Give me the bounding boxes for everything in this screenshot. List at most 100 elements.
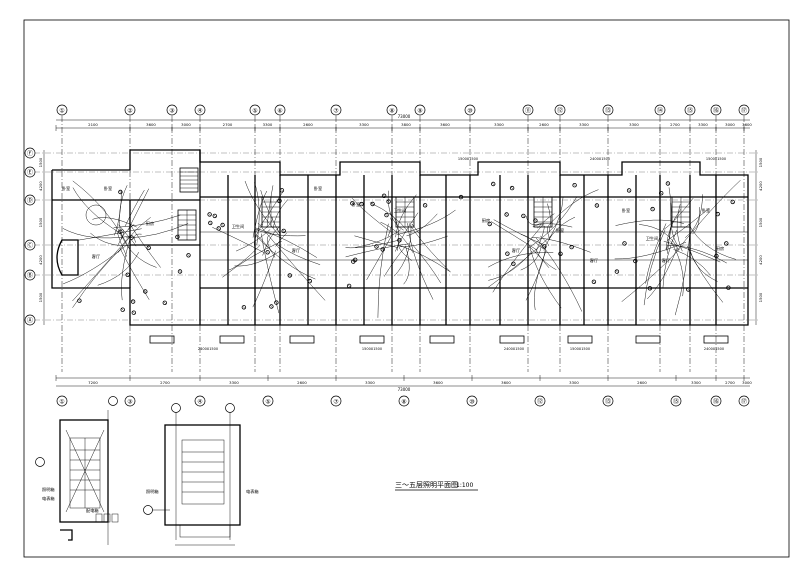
wire (643, 229, 666, 306)
light-fixture (380, 247, 385, 252)
axis-bubble (194, 395, 206, 407)
wire (92, 217, 137, 228)
wire (120, 229, 124, 240)
dimension-text: 2600 (303, 122, 313, 127)
wire (134, 233, 142, 243)
dimension-text: 3300 (359, 122, 369, 127)
wire (254, 233, 316, 280)
room-label: 卧室 (556, 227, 564, 234)
light-fixture (533, 218, 538, 223)
wire (527, 196, 577, 249)
wire (261, 233, 280, 314)
light-fixture (521, 213, 526, 219)
light-fixture (659, 190, 664, 196)
axis-bubble (330, 395, 342, 407)
stair-core (177, 209, 197, 241)
wire (377, 223, 389, 318)
light-fixture (77, 298, 82, 303)
wire (273, 199, 288, 229)
stair-detail-left: 照明箱 电表箱 配电箱 (35, 396, 119, 545)
light-fixture (346, 283, 352, 289)
room-label: 卫生间 (394, 207, 407, 214)
wire (488, 234, 552, 288)
light-fixture (726, 285, 731, 290)
wire (389, 212, 399, 251)
light-fixture (386, 199, 391, 204)
wire (256, 234, 276, 258)
wire (113, 214, 181, 228)
light-fixture (359, 201, 364, 207)
wire (488, 250, 533, 281)
drawing-title: 三～五层照明平面图 (395, 481, 458, 489)
light-fixture (216, 226, 221, 231)
detail-label-2: 配电箱 (86, 507, 99, 514)
axis-label-left: Ⓓ (27, 197, 33, 205)
dimension-text: 3000 (181, 122, 191, 127)
light-fixture (714, 253, 719, 259)
wire (534, 250, 547, 311)
light-fixture (350, 201, 355, 206)
axis-bubble (24, 194, 36, 206)
axis-bubble (738, 395, 750, 407)
dimension-text: 1500 (758, 292, 763, 302)
wire (407, 223, 434, 300)
axis-label-left: Ⓔ (27, 169, 33, 177)
wire (387, 217, 392, 237)
light-fixture (381, 193, 387, 198)
wire (535, 237, 583, 312)
wire (690, 251, 718, 282)
axis-bubble (56, 104, 68, 116)
axis-bubble (710, 395, 722, 407)
balcony (429, 335, 455, 344)
axis-bubble (24, 239, 36, 251)
wire (412, 245, 441, 284)
wire (667, 208, 710, 241)
axis-bubble (166, 104, 178, 116)
light-fixture (505, 251, 510, 256)
wire (537, 213, 555, 229)
light-fixture (569, 244, 574, 250)
room-label: 客厅 (92, 253, 100, 260)
light-fixture (130, 299, 136, 304)
entry-feature (56, 204, 107, 276)
sheet-border (23, 19, 790, 558)
room-label: 客厅 (292, 247, 300, 254)
axis-bubble (249, 104, 261, 116)
balcony (289, 335, 315, 344)
axis-label-top: ⑰ (741, 107, 747, 115)
light-fixture (177, 269, 183, 274)
light-fixture (307, 278, 312, 284)
dimension-text: 2700 (160, 380, 170, 385)
wire (263, 217, 273, 231)
light-fixture (724, 241, 729, 246)
balconies (149, 335, 729, 344)
axis-bubble (522, 104, 534, 116)
wire (525, 215, 542, 225)
dimension-text: 1500 (758, 157, 763, 167)
wire (406, 213, 438, 237)
wire (403, 246, 410, 285)
axis-bubble (386, 104, 398, 116)
axis-bubble (654, 104, 666, 116)
light-fixture (274, 300, 279, 305)
wire (118, 224, 137, 247)
dimension-text: 3300 (579, 122, 589, 127)
light-fixture (626, 188, 632, 193)
axis-bubble (262, 395, 274, 407)
room-label: 厨房 (716, 245, 724, 252)
wire (255, 227, 318, 258)
dimension-text: 7200 (88, 380, 98, 385)
axis-bubble (466, 395, 478, 407)
light-fixture (491, 181, 496, 187)
dimension-text: 3000 (742, 380, 752, 385)
light-fixture (504, 212, 509, 217)
dimension-text: 3600 (433, 380, 443, 385)
overall-dimension-top: 73000 (398, 114, 411, 119)
balcony (567, 335, 593, 344)
window-tag: 2400X1500 (504, 347, 524, 351)
wire (394, 225, 412, 277)
light-fixture (125, 272, 130, 277)
wire (72, 249, 121, 308)
wire (255, 191, 283, 233)
